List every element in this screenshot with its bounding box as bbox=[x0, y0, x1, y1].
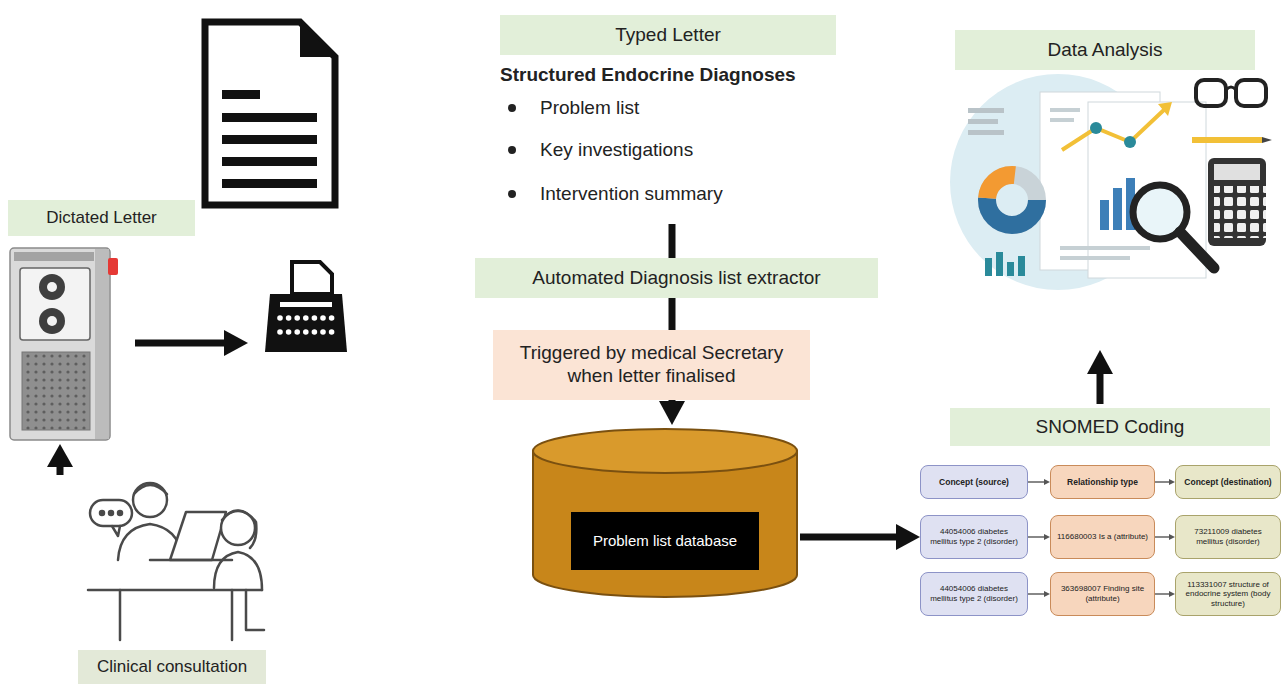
node-text: 44054006 diabetes mellitus type 2 (disor… bbox=[926, 584, 1022, 603]
node-text: 363698007 Finding site (attribute) bbox=[1056, 584, 1149, 603]
dictaphone-icon bbox=[10, 248, 118, 440]
list-item: Intervention summary bbox=[540, 182, 840, 206]
typewriter-icon bbox=[265, 262, 347, 352]
node-text: 113331007 structure of endocrine system … bbox=[1181, 580, 1275, 609]
connector bbox=[800, 524, 920, 550]
concept-box: 73211009 diabetes mellitus (disorder) bbox=[1175, 515, 1281, 559]
connector-line bbox=[1028, 481, 1045, 482]
connector-line bbox=[669, 298, 676, 330]
flow-arrow bbox=[135, 330, 248, 356]
database-cylinder: Problem list database bbox=[530, 425, 800, 600]
concept-box: Concept (source) bbox=[920, 465, 1028, 499]
arrowhead bbox=[659, 401, 685, 425]
node-text: 116680003 Is a (attribute) bbox=[1057, 532, 1148, 542]
connector-line bbox=[1028, 593, 1045, 594]
title-box: Data Analysis bbox=[955, 30, 1255, 70]
node-text: 73211009 diabetes mellitus (disorder) bbox=[1181, 527, 1275, 546]
node-text: 44054006 diabetes mellitus type 2 (disor… bbox=[926, 527, 1022, 546]
connector-line bbox=[800, 534, 897, 541]
connector-line bbox=[1028, 536, 1045, 537]
title-box: Dictated Letter bbox=[8, 200, 195, 236]
connector bbox=[1155, 591, 1175, 597]
connector-line bbox=[1155, 593, 1170, 594]
node-text: Relationship type bbox=[1067, 477, 1138, 487]
connector bbox=[659, 400, 685, 425]
node-text: Automated Diagnosis list extractor bbox=[532, 267, 820, 290]
title-box: Typed Letter bbox=[500, 15, 836, 55]
node-text: Problem list database bbox=[571, 512, 759, 570]
connector bbox=[1155, 534, 1175, 540]
flow-line bbox=[669, 224, 676, 258]
node-text: Typed Letter bbox=[615, 24, 721, 47]
connector bbox=[1028, 479, 1050, 485]
flow-arrow bbox=[1087, 350, 1113, 404]
concept-box: 44054006 diabetes mellitus type 2 (disor… bbox=[920, 572, 1028, 616]
arrowhead bbox=[896, 524, 920, 550]
node-text: Clinical consultation bbox=[97, 657, 247, 677]
subheading: Structured Endocrine Diagnoses bbox=[500, 63, 860, 87]
consultation-illustration bbox=[88, 483, 264, 640]
node-text: Concept (destination) bbox=[1184, 477, 1271, 487]
relationship-box: 116680003 Is a (attribute) bbox=[1050, 515, 1155, 559]
flow-arrow bbox=[47, 444, 73, 475]
connector bbox=[1028, 591, 1050, 597]
concept-box: Concept (destination) bbox=[1175, 465, 1281, 499]
relationship-box: 363698007 Finding site (attribute) bbox=[1050, 572, 1155, 616]
connector-line bbox=[1155, 536, 1170, 537]
list-item: Key investigations bbox=[540, 138, 840, 162]
title-box: Clinical consultation bbox=[78, 650, 266, 684]
process-box: Automated Diagnosis list extractor bbox=[475, 258, 878, 298]
data-analysis-illustration bbox=[950, 74, 1272, 290]
node-text: Concept (source) bbox=[939, 477, 1009, 487]
node-text: Dictated Letter bbox=[46, 208, 157, 228]
connector bbox=[1028, 534, 1050, 540]
process-box: Triggered by medical Secretary when lett… bbox=[493, 330, 810, 400]
node-text: Data Analysis bbox=[1047, 39, 1162, 62]
document-icon bbox=[205, 22, 335, 205]
concept-box: 44054006 diabetes mellitus type 2 (disor… bbox=[920, 515, 1028, 559]
connector bbox=[672, 298, 673, 330]
node-text: SNOMED Coding bbox=[1036, 416, 1185, 439]
list-item: Problem list bbox=[540, 96, 840, 120]
concept-box: 113331007 structure of endocrine system … bbox=[1175, 572, 1281, 616]
bullet-dot bbox=[508, 104, 516, 198]
connector-line bbox=[1155, 481, 1170, 482]
title-box: SNOMED Coding bbox=[950, 408, 1270, 446]
node-text: Triggered by medical Secretary when lett… bbox=[503, 342, 800, 388]
relationship-box: Relationship type bbox=[1050, 465, 1155, 499]
connector bbox=[1155, 479, 1175, 485]
